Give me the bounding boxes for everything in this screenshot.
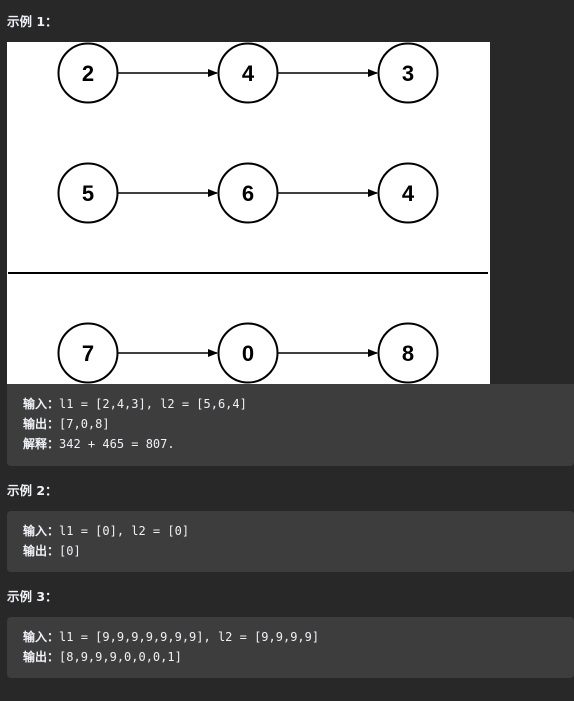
list-node: 7 <box>57 322 119 384</box>
code-value: l1 = [0], l2 = [0] <box>59 524 190 538</box>
node-value: 6 <box>242 181 254 206</box>
code-line: 输出：[8,9,9,9,0,0,0,1] <box>23 647 574 667</box>
example-2-code-block: 输入：l1 = [0], l2 = [0] 输出：[0] <box>7 511 574 572</box>
linked-list-diagram: 2 4 3 5 6 4 <box>7 42 490 384</box>
code-value: l1 = [2,4,3], l2 = [5,6,4] <box>59 397 247 411</box>
node-value: 8 <box>402 341 414 366</box>
code-line: 输出：[7,0,8] <box>23 414 574 434</box>
code-line: 输入：l1 = [2,4,3], l2 = [5,6,4] <box>23 394 574 414</box>
list-node: 8 <box>377 322 439 384</box>
code-line: 输出：[0] <box>23 541 574 561</box>
list-node: 2 <box>57 42 119 104</box>
list-node: 0 <box>217 322 279 384</box>
example-3-code-block: 输入：l1 = [9,9,9,9,9,9,9], l2 = [9,9,9,9] … <box>7 617 574 678</box>
code-value: l1 = [9,9,9,9,9,9,9], l2 = [9,9,9,9] <box>59 630 320 644</box>
node-value: 0 <box>242 341 254 366</box>
node-value: 2 <box>82 61 94 86</box>
example-2-heading: 示例 2： <box>7 483 58 498</box>
list-node: 6 <box>217 162 279 224</box>
list-node: 5 <box>57 162 119 224</box>
example-1-heading: 示例 1： <box>7 14 58 29</box>
example-3-heading: 示例 3： <box>7 589 58 604</box>
list-node: 3 <box>377 42 439 104</box>
code-line: 输入：l1 = [0], l2 = [0] <box>23 521 574 541</box>
code-line: 解释：342 + 465 = 807. <box>23 434 574 454</box>
code-value: [7,0,8] <box>59 417 110 431</box>
code-value: 342 + 465 = 807. <box>59 437 175 451</box>
code-value: [0] <box>59 544 81 558</box>
code-value: [8,9,9,9,0,0,0,1] <box>59 650 182 664</box>
example-1-code-block: 输入：l1 = [2,4,3], l2 = [5,6,4] 输出：[7,0,8]… <box>7 384 574 466</box>
code-key: 输入： <box>23 630 60 644</box>
code-key: 输入： <box>23 397 60 411</box>
node-value: 7 <box>82 341 94 366</box>
code-key: 输出： <box>23 544 60 558</box>
code-key: 输入： <box>23 524 60 538</box>
node-value: 3 <box>402 61 414 86</box>
code-key: 输出： <box>23 417 60 431</box>
node-value: 4 <box>402 181 415 206</box>
code-key: 解释： <box>23 437 60 451</box>
code-line: 输入：l1 = [9,9,9,9,9,9,9], l2 = [9,9,9,9] <box>23 627 574 647</box>
node-value: 5 <box>82 181 94 206</box>
code-key: 输出： <box>23 650 60 664</box>
node-value: 4 <box>242 61 255 86</box>
list-node: 4 <box>217 42 279 104</box>
list-node: 4 <box>377 162 439 224</box>
